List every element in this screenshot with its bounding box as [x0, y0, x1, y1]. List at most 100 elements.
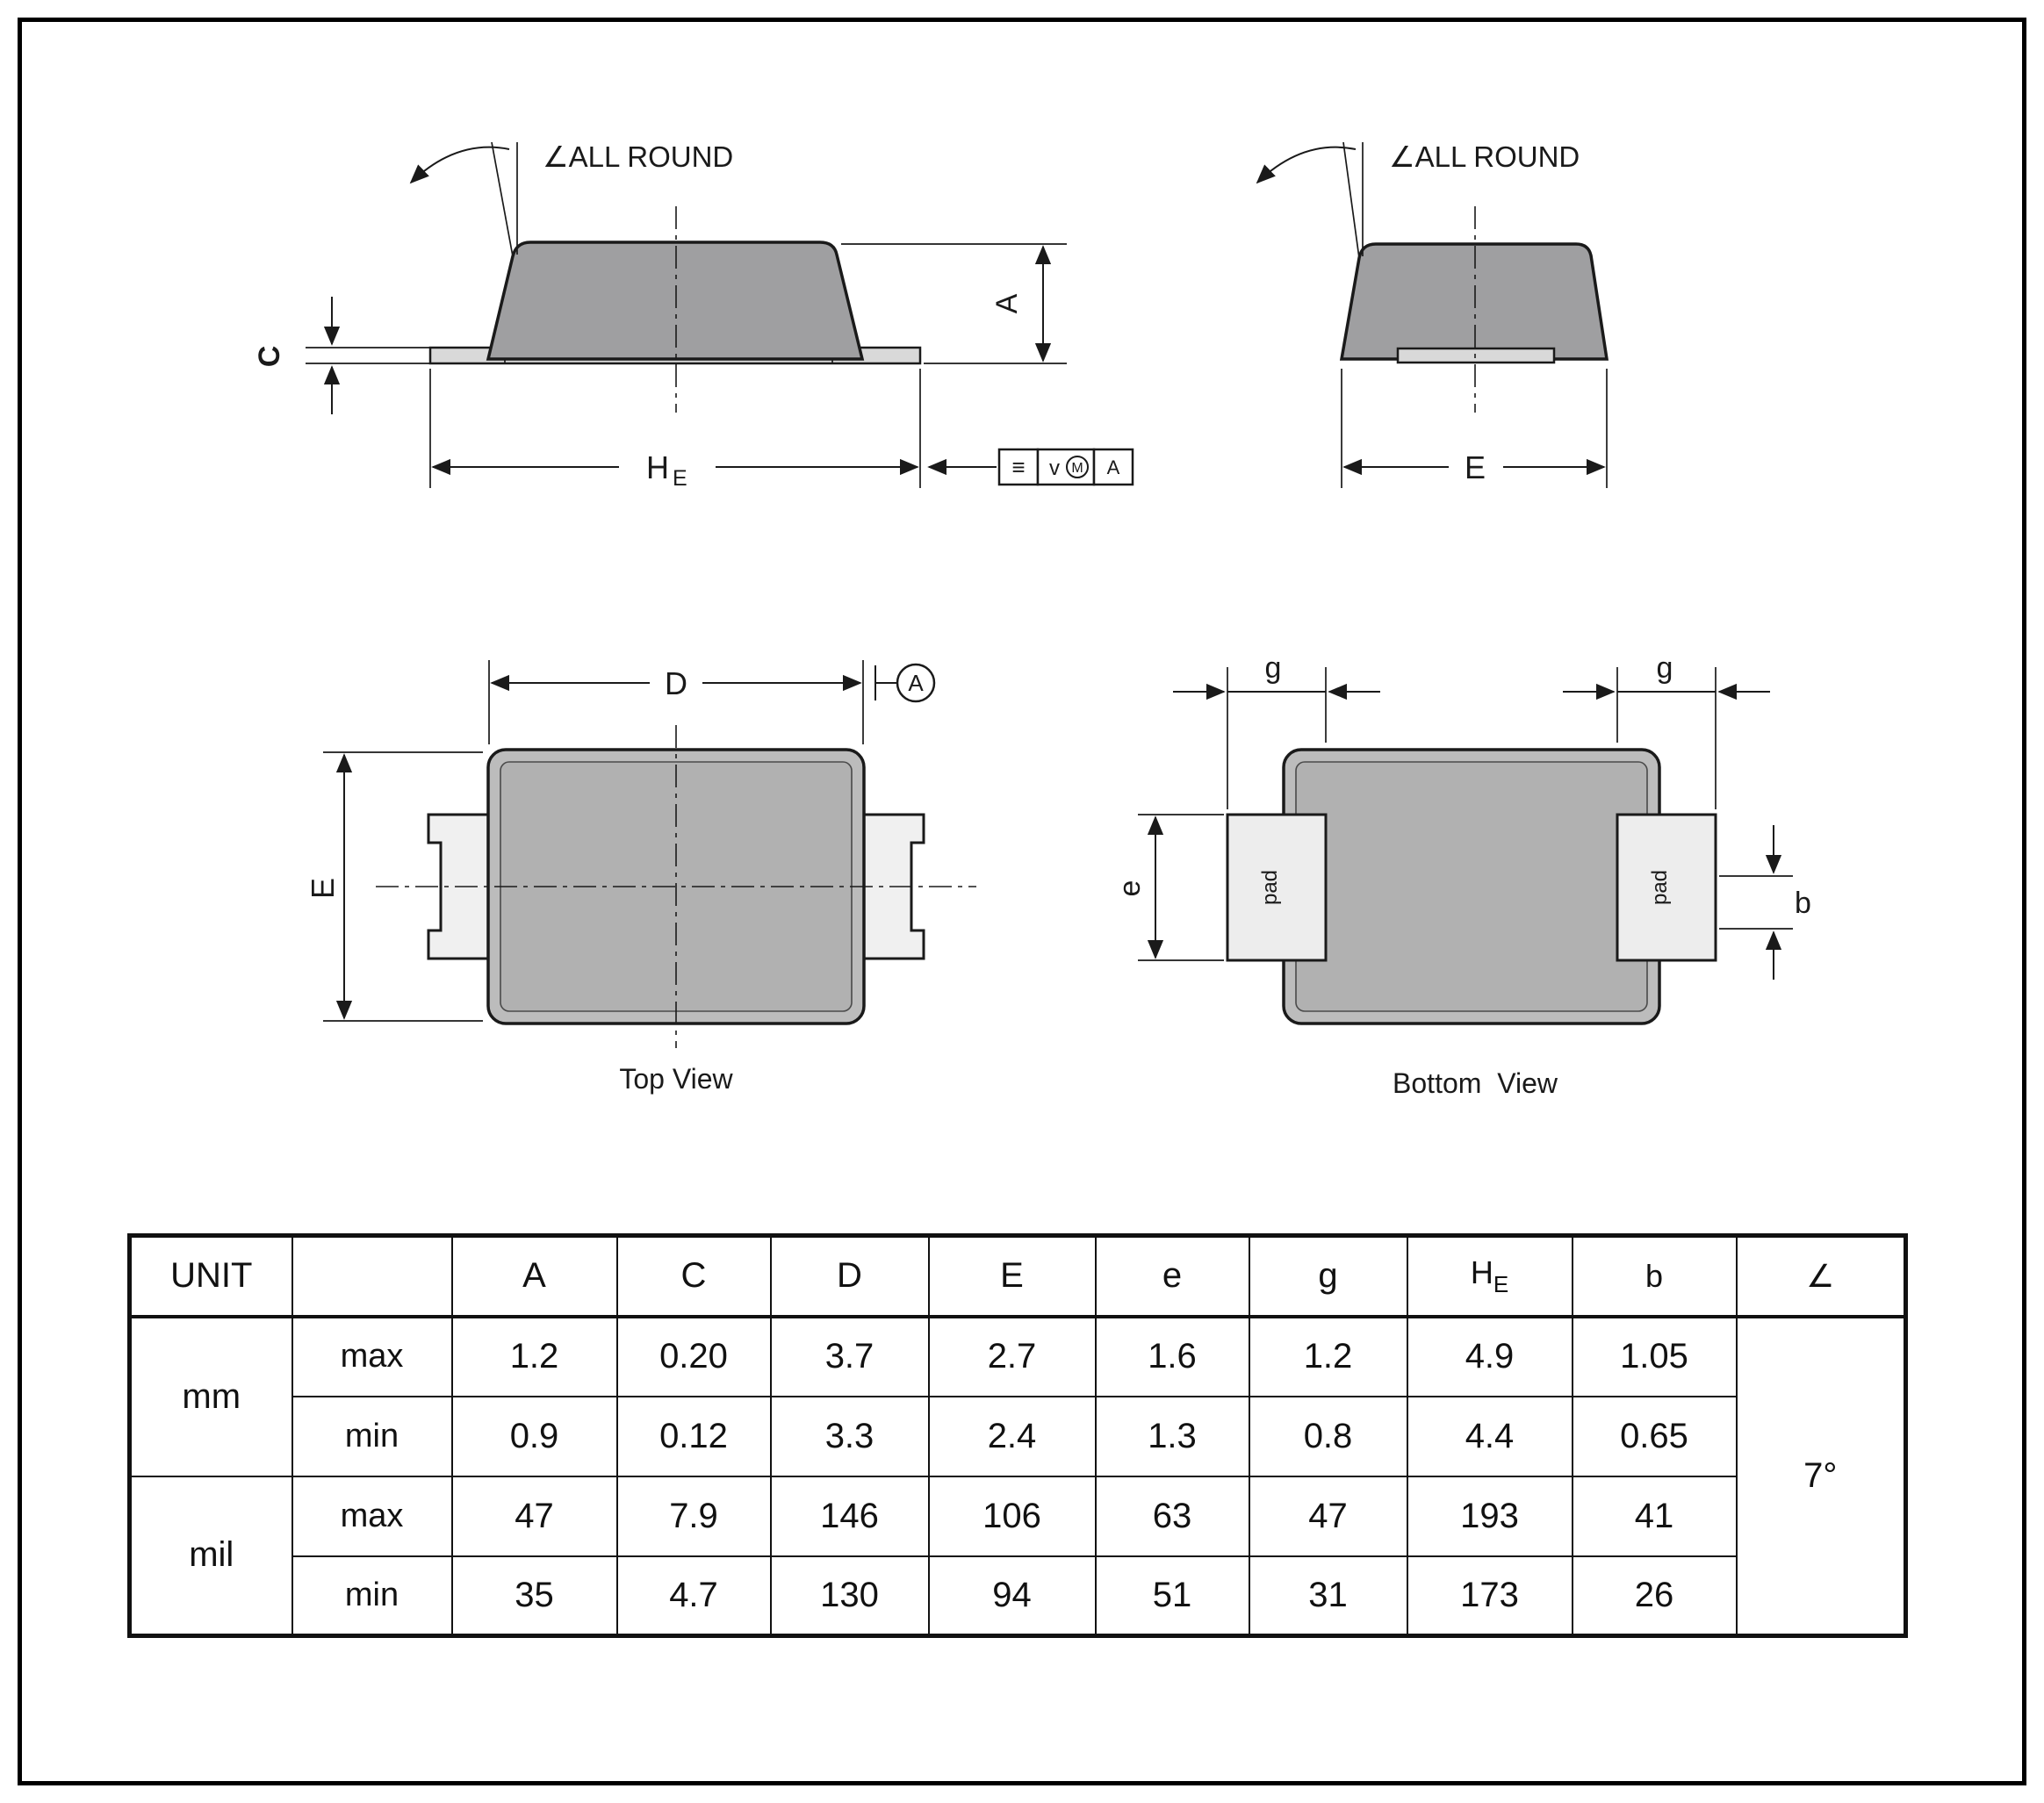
fcf-symbol: ≡ — [1011, 454, 1025, 480]
package-body-bottom-inner — [1295, 761, 1648, 1012]
pad-right-label: pad — [1648, 870, 1672, 905]
table-cell: 130 — [769, 1555, 930, 1637]
table-cell: 47 — [1248, 1475, 1408, 1557]
table-cell: 3.3 — [769, 1395, 930, 1477]
dim-he-sub: E — [673, 466, 687, 491]
table-cell: 26 — [1571, 1555, 1738, 1637]
he-main: H — [1470, 1253, 1493, 1290]
package-drawing: ∠ALL ROUND C A H E — [253, 140, 1811, 1099]
end-view: ∠ALL ROUND E — [1256, 140, 1609, 488]
col-header-e-small: e — [1094, 1234, 1250, 1318]
col-header-g: g — [1248, 1234, 1408, 1318]
table-cell: 1.2 — [1248, 1315, 1408, 1397]
dim-e-topview: E — [305, 751, 483, 1022]
dim-e-label: E — [305, 878, 341, 899]
angle-value-cell: 7° — [1735, 1315, 1907, 1637]
col-header-b: b — [1571, 1234, 1738, 1318]
table-cell: 4.4 — [1406, 1395, 1573, 1477]
all-round-label: ∠ALL ROUND — [1389, 140, 1580, 173]
col-header-a: A — [450, 1234, 618, 1318]
dim-he: H E — [429, 369, 921, 491]
table-row-mm-min: min 0.9 0.12 3.3 2.4 1.3 0.8 4.4 0.65 — [130, 1395, 1906, 1477]
table-cell: 146 — [769, 1475, 930, 1557]
angle-arc-arrow — [1256, 146, 1357, 184]
col-header-e: E — [927, 1234, 1097, 1318]
table-cell: 173 — [1406, 1555, 1573, 1637]
pad-left — [1226, 813, 1328, 962]
dim-g-right: g — [1563, 651, 1770, 809]
table-cell: 31 — [1248, 1555, 1408, 1637]
fcf-datum: A — [1107, 456, 1120, 478]
row-label: max — [291, 1475, 453, 1557]
all-round-label: ∠ALL ROUND — [543, 140, 733, 173]
row-label: max — [291, 1315, 453, 1397]
col-header-angle: ∠ — [1735, 1234, 1907, 1318]
datum-a-callout: A — [874, 663, 936, 703]
table-cell: 41 — [1571, 1475, 1738, 1557]
table-cell: 63 — [1094, 1475, 1250, 1557]
table-cell: 1.6 — [1094, 1315, 1250, 1397]
dim-e-label: e — [1113, 880, 1147, 897]
dim-d-label: D — [665, 665, 687, 701]
dim-c: C — [253, 297, 430, 414]
row-label: min — [291, 1555, 453, 1637]
datum-label: A — [908, 670, 924, 696]
package-body-end — [1339, 242, 1609, 361]
col-header-d: D — [769, 1234, 930, 1318]
fcf-modifier-circle — [1066, 456, 1089, 478]
table-row-mil-max: mil max 47 7.9 146 106 63 47 193 41 — [128, 1475, 1906, 1637]
fcf-box-datum — [1092, 448, 1134, 486]
table-row-mm-max: mm max 1.2 0.20 3.7 2.7 1.6 1.2 4.9 1.05… — [128, 1315, 1907, 1637]
package-body-side — [486, 241, 865, 361]
table-cell: 51 — [1094, 1555, 1250, 1637]
col-header-he: HE — [1406, 1234, 1573, 1318]
dim-g-left-label: g — [1265, 651, 1282, 685]
table-cell: 0.20 — [615, 1315, 772, 1397]
dim-c-label: C — [253, 346, 286, 368]
table-row-mil-min: min 35 4.7 130 94 51 31 173 26 — [130, 1555, 1906, 1637]
dim-a-label: A — [990, 293, 1024, 313]
side-view: ∠ALL ROUND C A H E — [253, 140, 1134, 491]
dim-e-bottomview: e — [1113, 814, 1224, 961]
table-cell: 47 — [450, 1475, 618, 1557]
table-cell: 2.4 — [927, 1395, 1097, 1477]
col-header-unit: UNIT — [128, 1234, 293, 1318]
table-cell: 4.9 — [1406, 1315, 1573, 1397]
table-cell: 1.3 — [1094, 1395, 1250, 1477]
unit-label-mil: mil — [128, 1475, 293, 1637]
lead-tab-right — [850, 813, 925, 960]
angle-extension-line — [491, 141, 514, 257]
dim-he-label: H — [646, 449, 669, 485]
dim-d: D — [488, 660, 864, 744]
unit-label-mm: mm — [128, 1315, 293, 1477]
table-cell: 2.7 — [927, 1315, 1097, 1397]
table-header-row: UNIT A C D E e g HE b ∠ — [128, 1234, 1907, 1318]
table-cell: 1.05 — [1571, 1315, 1738, 1397]
dim-b: b — [1719, 825, 1811, 980]
table-cell: 3.7 — [769, 1315, 930, 1397]
table-cell: 106 — [927, 1475, 1097, 1557]
dim-e-label: E — [1465, 449, 1486, 485]
table-cell: 0.9 — [450, 1395, 618, 1477]
angle-extension-line — [1342, 141, 1360, 259]
feature-control-frame: ≡ v M A — [927, 448, 1134, 486]
dimension-table: UNIT A C D E e g HE b ∠ mm max 1.2 0.20 … — [127, 1233, 1908, 1638]
table-cell: 193 — [1406, 1475, 1573, 1557]
he-sub: E — [1493, 1270, 1509, 1297]
bottom-view-caption: Bottom View — [1393, 1067, 1558, 1099]
dim-a: A — [841, 243, 1067, 364]
col-header-blank — [291, 1234, 453, 1318]
pad-left-label: pad — [1258, 870, 1282, 905]
dim-g-right-label: g — [1657, 651, 1673, 685]
table-cell: 0.12 — [615, 1395, 772, 1477]
pad-right — [1616, 813, 1717, 962]
top-view-caption: Top View — [619, 1063, 733, 1095]
angle-callout-left: ∠ALL ROUND — [409, 140, 733, 257]
dim-b-label: b — [1795, 887, 1811, 920]
dim-e-endview: E — [1341, 369, 1608, 488]
table-cell: 0.65 — [1571, 1395, 1738, 1477]
datum-circle — [896, 663, 936, 703]
bottom-pad-strip — [1396, 347, 1556, 364]
bottom-view: pad pad g g e — [1113, 651, 1811, 1099]
row-label: min — [291, 1395, 453, 1477]
